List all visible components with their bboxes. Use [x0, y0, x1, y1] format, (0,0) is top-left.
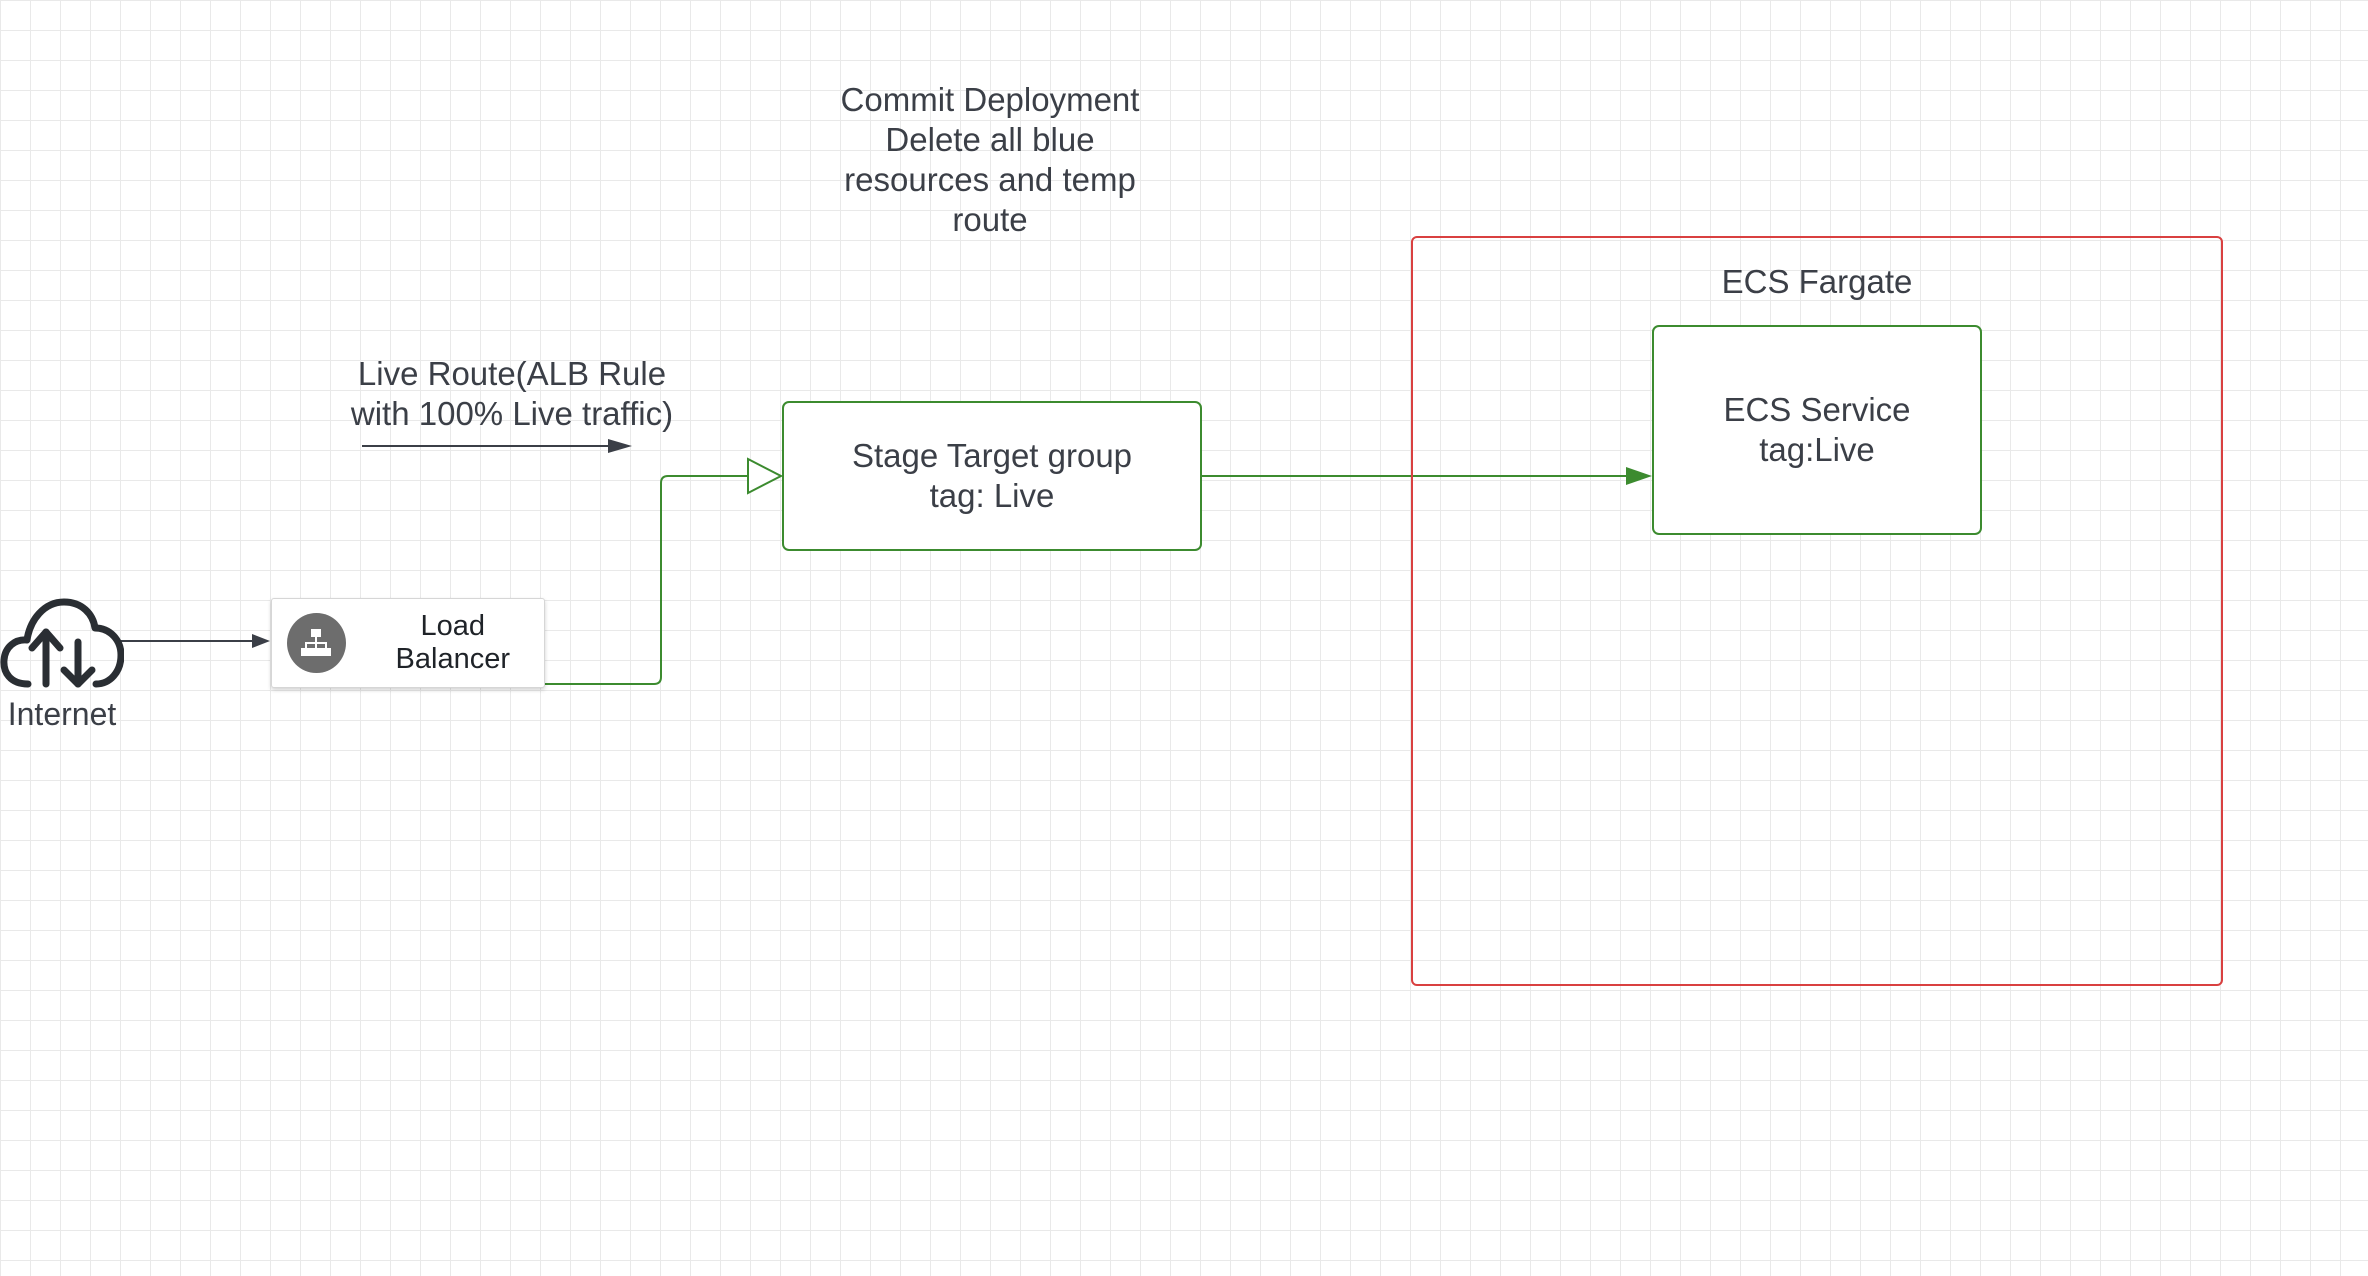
stage-target-group-to-ecs-service-arrow[interactable] — [1202, 467, 1652, 485]
commit-note-line-2: Delete all blue — [885, 121, 1095, 158]
ecs-service-line-2: tag:Live — [1759, 431, 1875, 468]
load-balancer-label: Load Balancer — [395, 610, 510, 675]
load-balancer-node[interactable]: Load Balancer — [271, 598, 545, 688]
stage-target-group-node[interactable]: Stage Target group tag: Live — [782, 401, 1202, 551]
internet-to-load-balancer-arrow[interactable] — [114, 634, 270, 648]
load-balancer-to-stage-target-group-connector[interactable] — [545, 457, 784, 685]
stage-target-group-line-2: tag: Live — [929, 477, 1055, 514]
ecs-fargate-label-text: ECS Fargate — [1721, 263, 1913, 300]
live-route-line-2: with 100% Live traffic) — [350, 395, 674, 432]
commit-note-line-4: route — [952, 201, 1028, 238]
live-route-line-1: Live Route(ALB Rule — [357, 355, 667, 392]
commit-note-line-1: Commit Deployment — [840, 81, 1140, 118]
live-route-arrow[interactable] — [362, 439, 632, 453]
live-route-label: Live Route(ALB Rule with 100% Live traff… — [312, 354, 712, 434]
internet-label: Internet — [0, 694, 124, 734]
network-hierarchy-icon — [287, 613, 346, 673]
ecs-service-line-1: ECS Service — [1723, 391, 1911, 428]
ecs-fargate-group[interactable] — [1411, 236, 2223, 986]
commit-note-line-3: resources and temp — [844, 161, 1136, 198]
cloud-upload-download-icon[interactable] — [0, 592, 124, 688]
ecs-service-label: ECS Service tag:Live — [1723, 390, 1910, 470]
ecs-service-node[interactable]: ECS Service tag:Live — [1652, 325, 1982, 535]
ecs-fargate-label: ECS Fargate — [1612, 262, 2022, 302]
stage-target-group-label: Stage Target group tag: Live — [852, 436, 1132, 516]
commit-deployment-note: Commit Deployment Delete all blue resour… — [790, 80, 1190, 240]
stage-target-group-line-1: Stage Target group — [851, 437, 1133, 474]
internet-label-text: Internet — [7, 696, 117, 732]
